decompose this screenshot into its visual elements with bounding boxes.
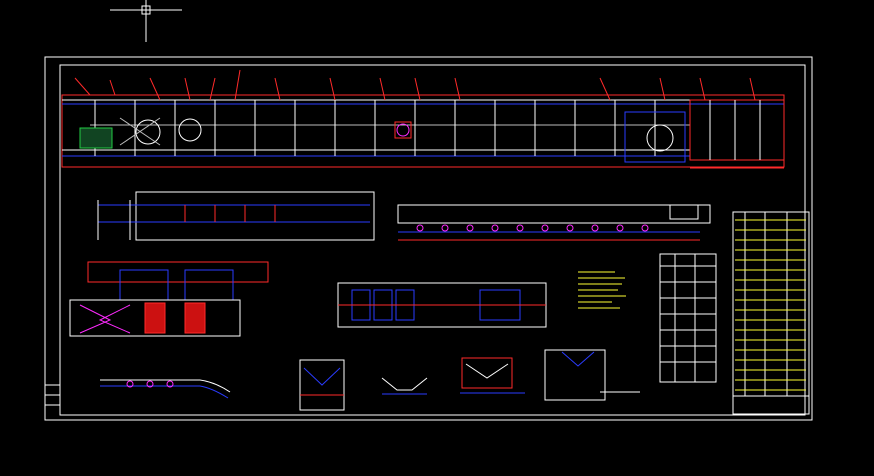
belt-curve-detail [100, 379, 231, 399]
crosshair-cursor-icon [110, 0, 182, 42]
main-conveyor-elevation [61, 94, 785, 169]
drive-unit-detail [69, 261, 269, 337]
frame-plan-view [337, 282, 547, 328]
idler-section-3 [460, 357, 525, 394]
parameter-table [659, 253, 717, 383]
bill-of-materials [732, 211, 810, 415]
conveyor-plan-view [97, 191, 375, 241]
technical-notes [578, 271, 626, 309]
idler-section-2 [381, 377, 428, 395]
callout-leaders [74, 69, 756, 101]
roller-section-view [397, 204, 711, 241]
idler-section-4 [544, 349, 640, 401]
idler-section-1 [299, 359, 345, 411]
drawing-frame [44, 56, 813, 421]
